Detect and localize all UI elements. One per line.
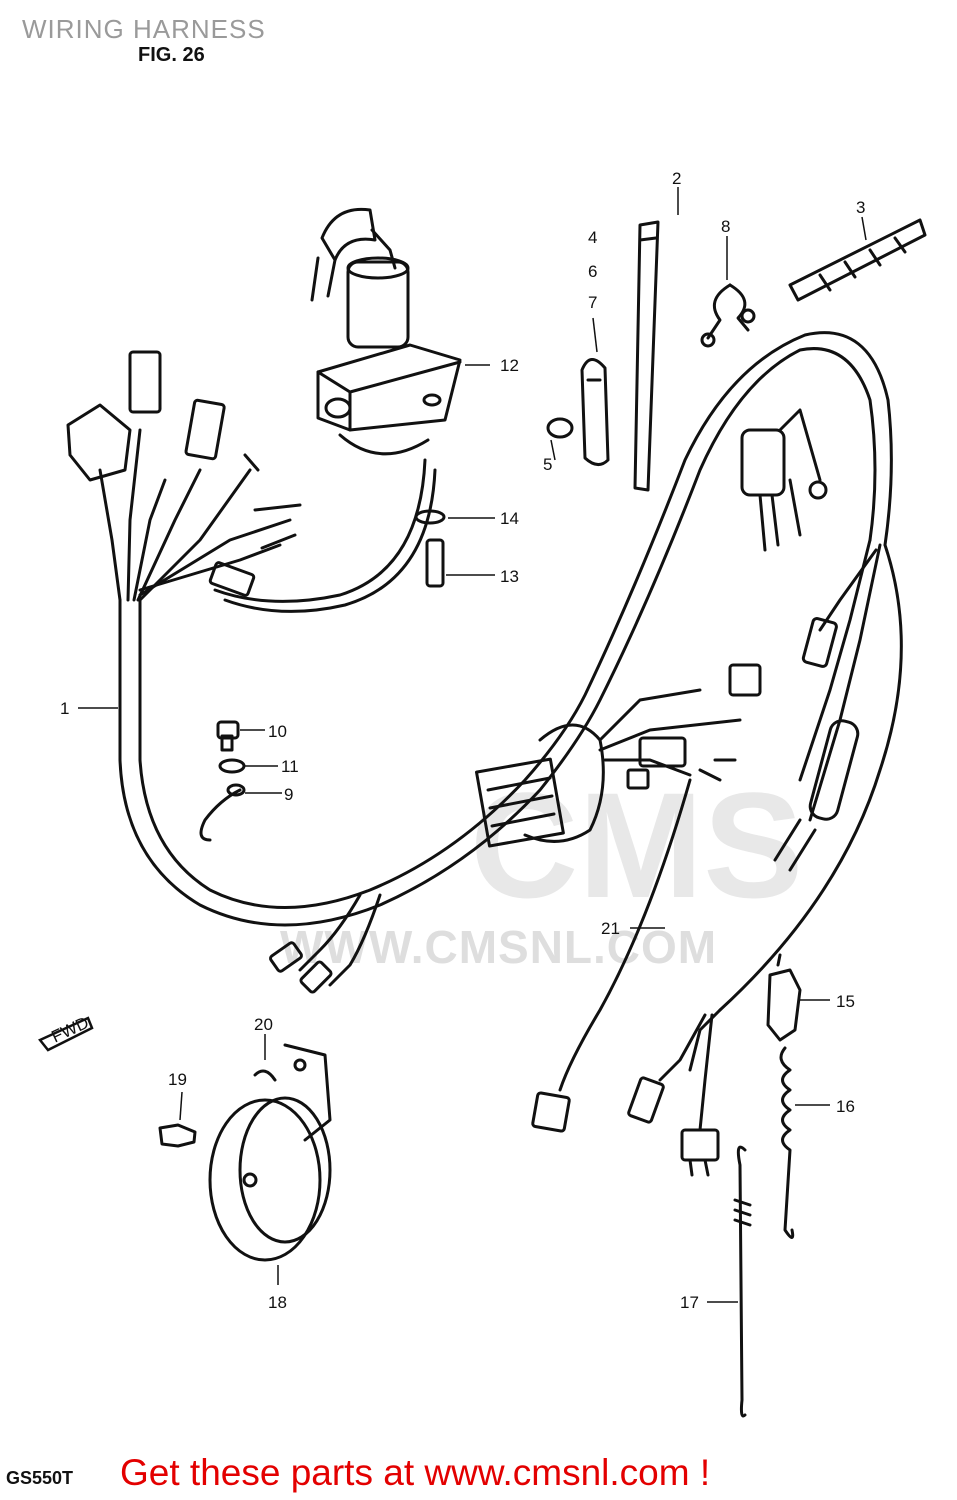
callout-1: 1: [60, 699, 69, 718]
callout-2: 2: [672, 169, 681, 188]
promo-link[interactable]: Get these parts at www.cmsnl.com !: [120, 1452, 711, 1493]
harness-junction: [474, 663, 762, 848]
watermark-logo: CMS: [470, 761, 804, 929]
horn-18: [208, 1043, 332, 1262]
callout-7: 7: [588, 293, 597, 312]
hook-9: [199, 788, 242, 842]
spring-16: [779, 1046, 795, 1239]
callout-10: 10: [268, 722, 287, 741]
clamp-8: [706, 283, 732, 340]
clip-5: [546, 417, 574, 439]
spring-17: [736, 1145, 747, 1418]
callout-13: 13: [500, 567, 519, 586]
screw-13: [425, 538, 445, 588]
callout-15: 15: [836, 992, 855, 1011]
callout-12: 12: [500, 356, 519, 375]
callout-21: 21: [601, 919, 620, 938]
bolt-19: [158, 1123, 197, 1148]
figure-number: FIG. 26: [138, 44, 205, 66]
callout-16: 16: [836, 1097, 855, 1116]
clamp-4-6-7: [580, 358, 610, 466]
callout-18: 18: [268, 1293, 287, 1312]
callout-3: 3: [856, 198, 865, 217]
callout-19: 19: [168, 1070, 187, 1089]
tie-band-2: [633, 220, 660, 492]
diagram-title: WIRING HARNESS: [22, 14, 266, 44]
svg-text:FWD: FWD: [49, 1013, 92, 1047]
callout-8: 8: [721, 217, 730, 236]
callout-6: 6: [588, 262, 597, 281]
ignition-switch: [310, 207, 462, 456]
callout-4: 4: [588, 228, 597, 247]
callout-14: 14: [500, 509, 519, 528]
callout-11: 11: [281, 757, 299, 776]
bracket-20: [283, 1043, 332, 1142]
bolt-10: [216, 720, 240, 740]
tube-3: [788, 218, 927, 302]
callout-17: 17: [680, 1293, 699, 1312]
stop-switch-15: [766, 953, 802, 1042]
callout-9: 9: [284, 785, 293, 804]
callout-20: 20: [254, 1015, 273, 1034]
watermark-url: WWW.CMSNL.COM: [280, 921, 718, 973]
right-branch: [531, 408, 903, 1177]
model-label: GS550T: [6, 1468, 74, 1488]
washer-11: [218, 758, 246, 774]
washer-14: [414, 509, 446, 525]
main-harness: [66, 331, 893, 994]
callout-5: 5: [543, 455, 552, 474]
forward-arrow: FWD: [38, 1013, 94, 1052]
